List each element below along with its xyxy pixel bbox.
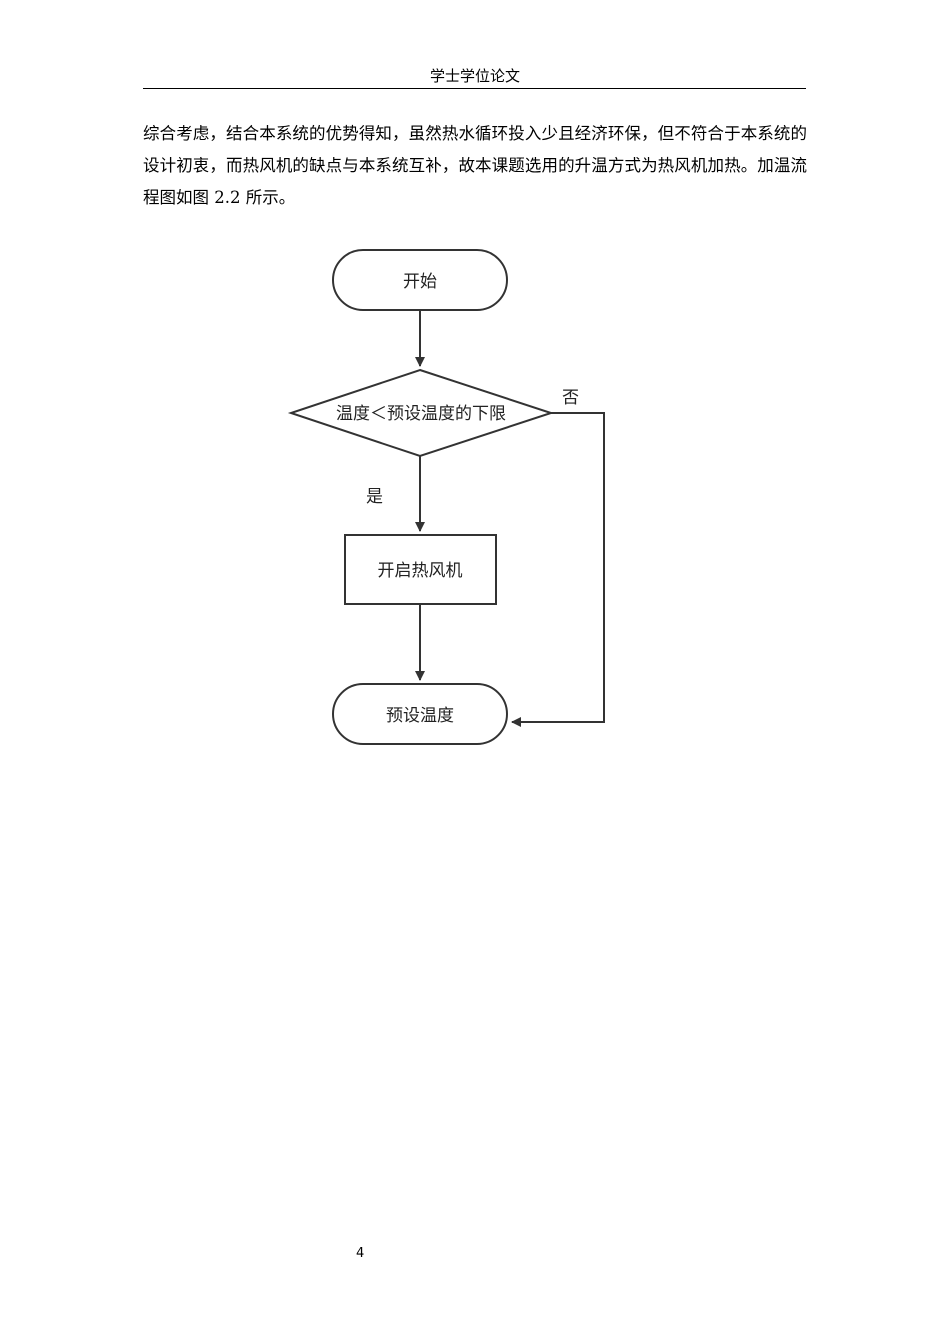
process-label: 开启热风机 (378, 561, 463, 581)
no-branch-label: 否 (562, 388, 579, 408)
page-number: 4 (356, 1246, 365, 1261)
no-branch-path (511, 412, 605, 727)
decision-label: 温度＜预设温度的下限 (336, 404, 506, 424)
process-box (344, 534, 497, 605)
end-label: 预设温度 (386, 706, 454, 726)
start-label: 开始 (403, 272, 437, 292)
end-terminal (332, 683, 508, 745)
yes-branch-label: 是 (366, 487, 383, 507)
body-paragraph: 综合考虑，结合本系统的优势得知，虽然热水循环投入少且经济环保，但不符合于本系统的… (143, 124, 807, 207)
header-rule (143, 88, 806, 89)
page-header-title: 学士学位论文 (429, 67, 520, 85)
